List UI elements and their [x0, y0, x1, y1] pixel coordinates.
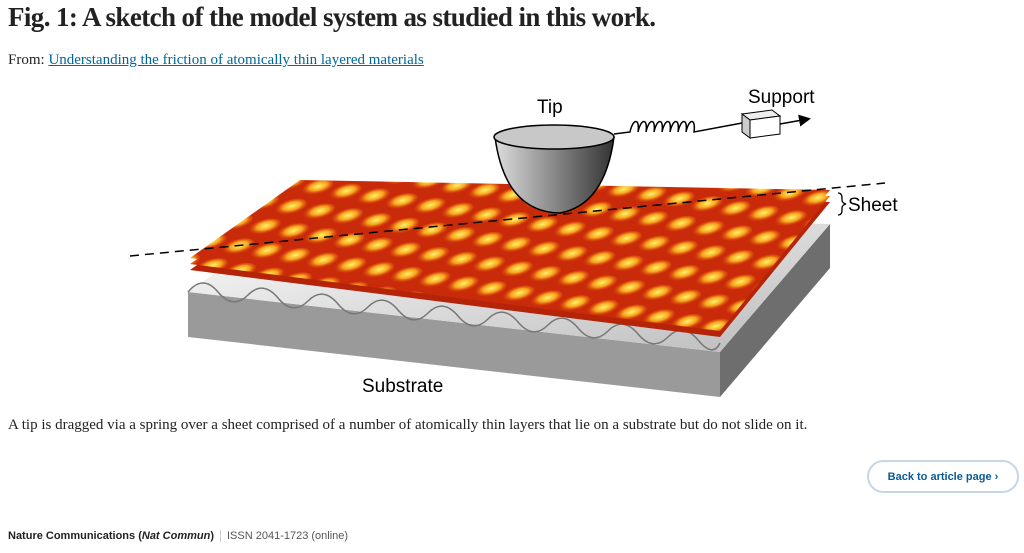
- footer: Nature Communications (Nat Commun) ISSN 2…: [8, 530, 348, 542]
- divider: [220, 530, 221, 542]
- page-title: Fig. 1: A sketch of the model system as …: [8, 2, 656, 32]
- journal-name: Nature Communications: [8, 530, 136, 542]
- back-button-label: Back to article page: [887, 470, 992, 483]
- paren-close: ): [210, 530, 214, 542]
- spring: [613, 120, 743, 135]
- journal-abbrev: Nat Commun: [141, 530, 211, 542]
- sheet-brace: [837, 192, 847, 216]
- support-label: Support: [748, 87, 815, 108]
- tip-label: Tip: [537, 97, 563, 118]
- chevron-right-icon: ›: [994, 470, 999, 483]
- sheet: [190, 180, 830, 337]
- dashed-line: [129, 182, 886, 257]
- issn: ISSN 2041-1723 (online): [227, 530, 349, 542]
- sheet-label: Sheet: [848, 195, 898, 216]
- article-link[interactable]: Understanding the friction of atomically…: [48, 52, 424, 68]
- substrate-label: Substrate: [362, 376, 443, 397]
- drag-arrow: [779, 114, 811, 127]
- paren-open: (: [135, 530, 142, 542]
- figure-illustration: Tip Support Sheet Substrate: [129, 87, 898, 397]
- back-to-article-button[interactable]: Back to article page ›: [867, 460, 1019, 493]
- from-label: From:: [8, 52, 45, 68]
- figure-caption: A tip is dragged via a spring over a she…: [8, 417, 808, 433]
- support-block: [740, 109, 782, 139]
- source-line: From: Understanding the friction of atom…: [8, 52, 424, 69]
- tip: [493, 124, 615, 214]
